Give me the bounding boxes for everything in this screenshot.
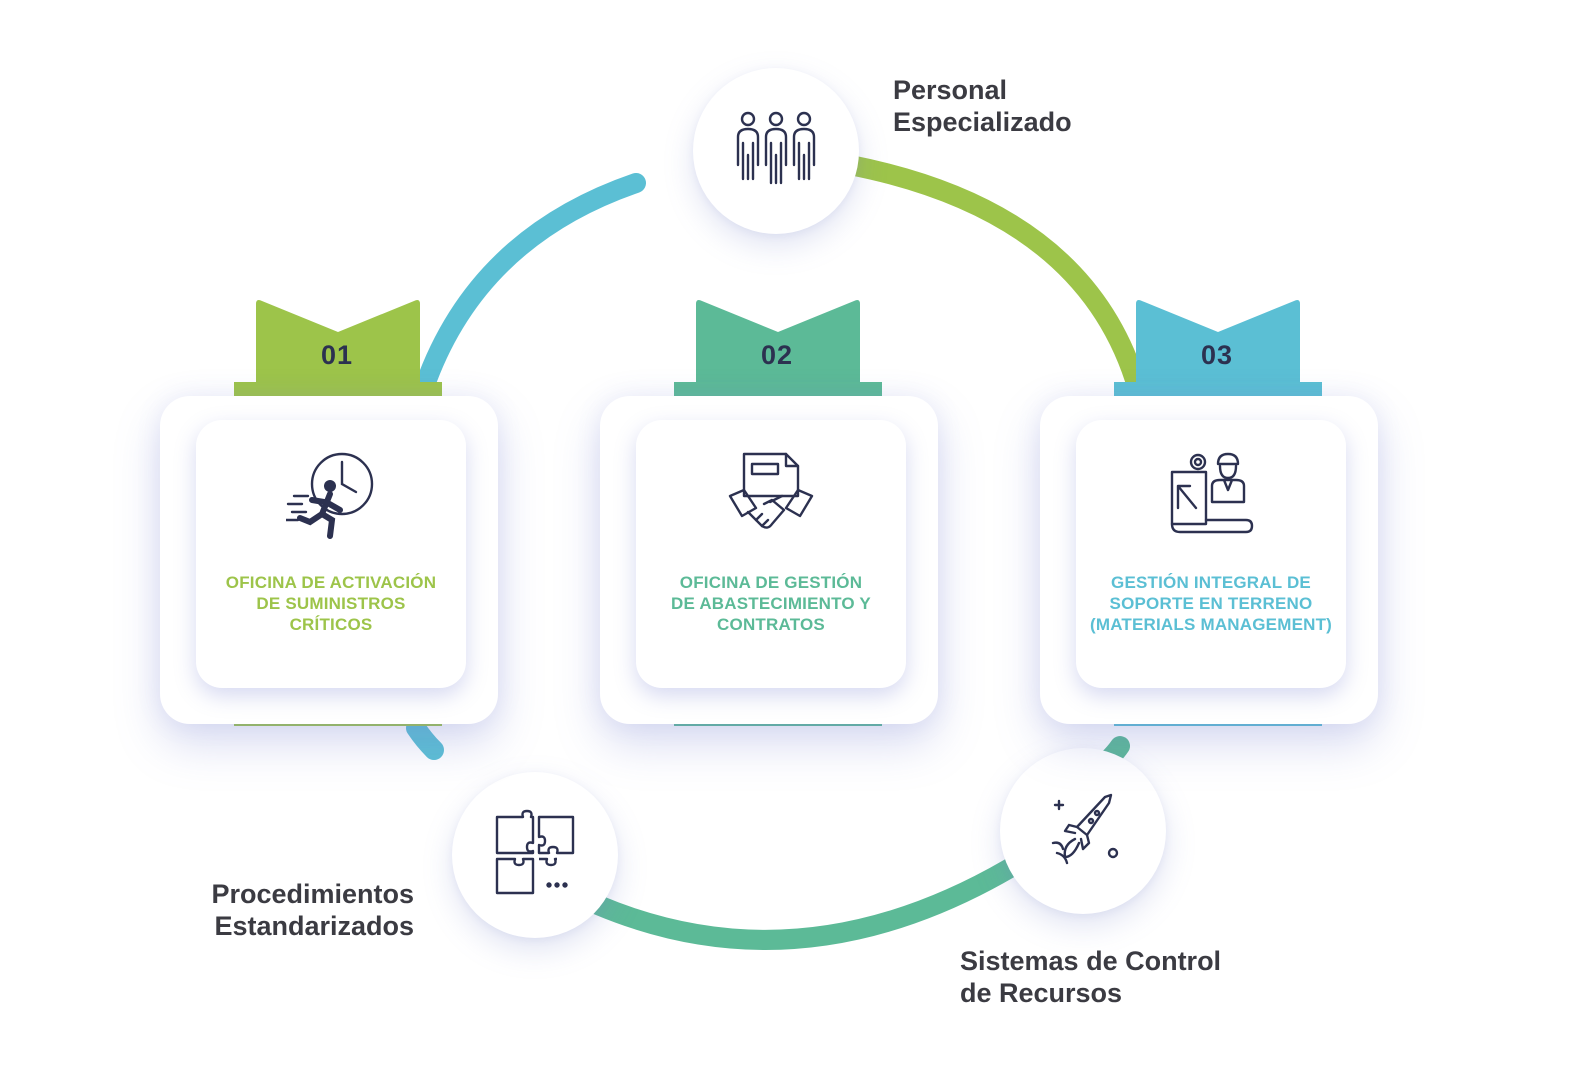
card-number: 02 xyxy=(760,340,794,370)
arc-green xyxy=(840,155,1145,390)
running-clock-icon xyxy=(286,452,374,539)
personal-label: Personal Especializado xyxy=(893,75,1072,137)
procedimientos-label: Procedimientos Estandarizados xyxy=(211,879,414,941)
card-01: 01 OFICINA DE ACTIVACIÓN DE SUMINISTROS … xyxy=(160,298,502,726)
puzzle-icon xyxy=(495,809,575,895)
card-front-panel: OFICINA DE ACTIVACIÓN DE SUMINISTROS CRÍ… xyxy=(196,420,466,688)
arc-blue-tail xyxy=(406,718,444,760)
personal-node xyxy=(693,68,859,234)
procedimientos-node xyxy=(452,772,618,938)
card-front-panel: OFICINA DE GESTIÓN DE ABASTECIMIENTO Y C… xyxy=(636,420,906,688)
people-icon xyxy=(736,111,816,185)
card-02: 02 OFICINA DE GESTIÓN DE ABASTECIMIENTO … xyxy=(600,298,942,726)
card-front-panel: GESTIÓN INTEGRAL DE SOPORTE EN TERRENO (… xyxy=(1076,420,1346,688)
engineer-icon xyxy=(1170,452,1254,534)
card-03: 03 GESTIÓN INTEGRAL DE SOPORTE EN TERREN… xyxy=(1040,298,1382,726)
sistemas-node xyxy=(1000,748,1166,914)
card-title: OFICINA DE ACTIVACIÓN DE SUMINISTROS CRÍ… xyxy=(225,573,437,634)
card-title: GESTIÓN INTEGRAL DE SOPORTE EN TERRENO (… xyxy=(1089,573,1333,634)
arc-blue xyxy=(410,173,646,410)
card-title: OFICINA DE GESTIÓN DE ABASTECIMIENTO Y C… xyxy=(671,573,871,634)
card-number: 03 xyxy=(1200,340,1234,370)
rocket-icon xyxy=(1051,793,1119,865)
arc-teal xyxy=(588,858,1020,950)
card-number: 01 xyxy=(320,340,354,370)
handshake-document-icon xyxy=(728,452,814,529)
sistemas-label: Sistemas de Control de Recursos xyxy=(960,946,1222,1008)
